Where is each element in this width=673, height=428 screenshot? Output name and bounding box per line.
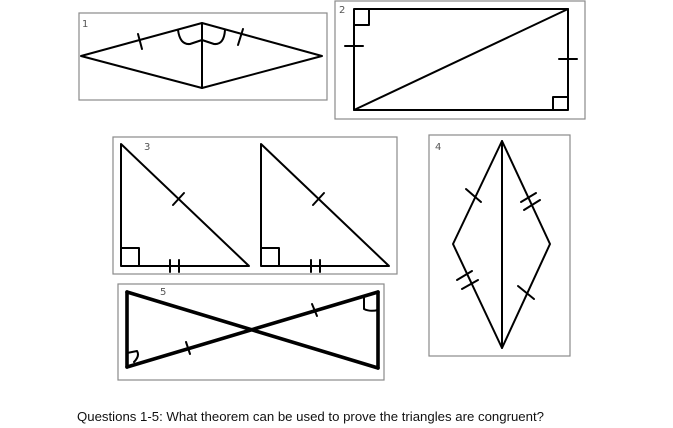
hypotenuse-tick	[312, 192, 325, 206]
triangle-left	[120, 143, 250, 267]
right-angle-mark	[260, 247, 280, 267]
side-tick	[185, 341, 191, 355]
figure-1-outline	[80, 22, 323, 89]
figure-3-right-triangles: 3	[112, 136, 398, 275]
question-text: Questions 1-5: What theorem can be used …	[77, 409, 544, 424]
right-angle-mark	[120, 247, 140, 267]
right-angle-mark	[552, 96, 569, 111]
side-tick	[523, 199, 541, 211]
side-tick	[311, 303, 318, 317]
figure-3-frame	[112, 136, 398, 275]
transversal-2	[125, 290, 380, 369]
side-tick	[456, 270, 473, 281]
figure-2-label: 2	[339, 5, 345, 16]
side-tick	[237, 28, 244, 46]
side-tick	[517, 285, 535, 300]
figure-4-kite: 4	[428, 134, 571, 357]
figure-1-kite: 1	[78, 12, 328, 101]
figure-5-label: 5	[160, 287, 166, 298]
figure-1-label: 1	[82, 19, 88, 30]
angle-mark	[126, 350, 139, 363]
figure-4-label: 4	[435, 142, 441, 153]
triangle-right	[260, 143, 390, 267]
figure-2-diagonal	[353, 8, 569, 111]
hypotenuse-tick	[172, 192, 185, 206]
side-tick	[520, 192, 537, 203]
figure-3-label: 3	[144, 142, 150, 153]
figure-2-rectangle: 2	[334, 0, 586, 120]
figure-5-bowtie: 5	[117, 283, 385, 381]
angle-marks	[177, 29, 226, 46]
side-tick	[465, 188, 482, 203]
figure-4-frame	[428, 134, 571, 357]
figure-5-frame	[117, 283, 385, 381]
side-tick	[461, 279, 479, 290]
angle-mark	[363, 295, 379, 312]
side-tick	[137, 33, 143, 50]
right-angle-mark	[353, 8, 370, 26]
